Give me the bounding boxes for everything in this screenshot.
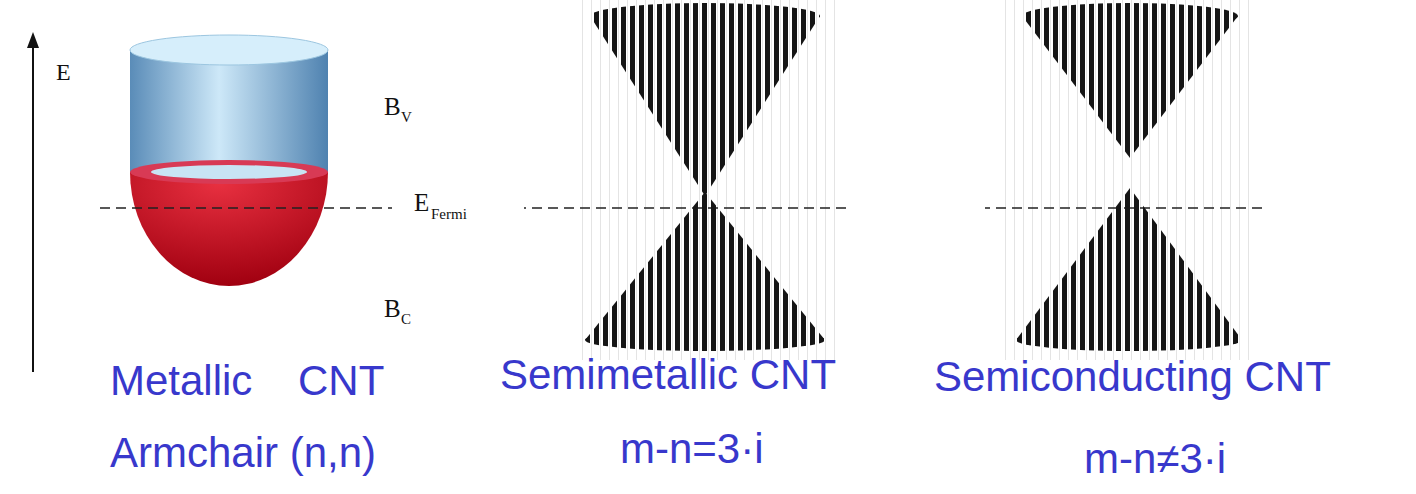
band-label: B bbox=[384, 94, 401, 119]
condition-label: m-n≠3·i bbox=[1084, 438, 1226, 480]
label-patch bbox=[392, 186, 524, 230]
chirality-label: Armchair (n,n) bbox=[110, 432, 376, 474]
band-subscript: C bbox=[401, 312, 411, 327]
type-label: Semiconducting CNT bbox=[934, 356, 1331, 398]
type-label: Semimetallic CNT bbox=[500, 354, 836, 396]
blank-patch bbox=[852, 187, 985, 233]
cone-background bbox=[575, 0, 835, 360]
band-label: B bbox=[384, 296, 401, 321]
condition-label: m-n=3·i bbox=[620, 428, 764, 470]
fermi-level-line bbox=[100, 207, 1265, 209]
fermi-label: E bbox=[414, 190, 429, 215]
type-label: Metallic CNT bbox=[110, 360, 384, 402]
energy-axis bbox=[27, 32, 39, 372]
fermi-subscript: Fermi bbox=[431, 207, 467, 222]
cone-background bbox=[1005, 0, 1255, 360]
axis-label: E bbox=[56, 60, 71, 84]
semimetallic-dirac-cone bbox=[585, 3, 825, 351]
band-subscript: V bbox=[401, 110, 412, 125]
metallic-band-cylinder bbox=[130, 35, 328, 286]
semiconducting-gapped-cone bbox=[1016, 3, 1242, 351]
